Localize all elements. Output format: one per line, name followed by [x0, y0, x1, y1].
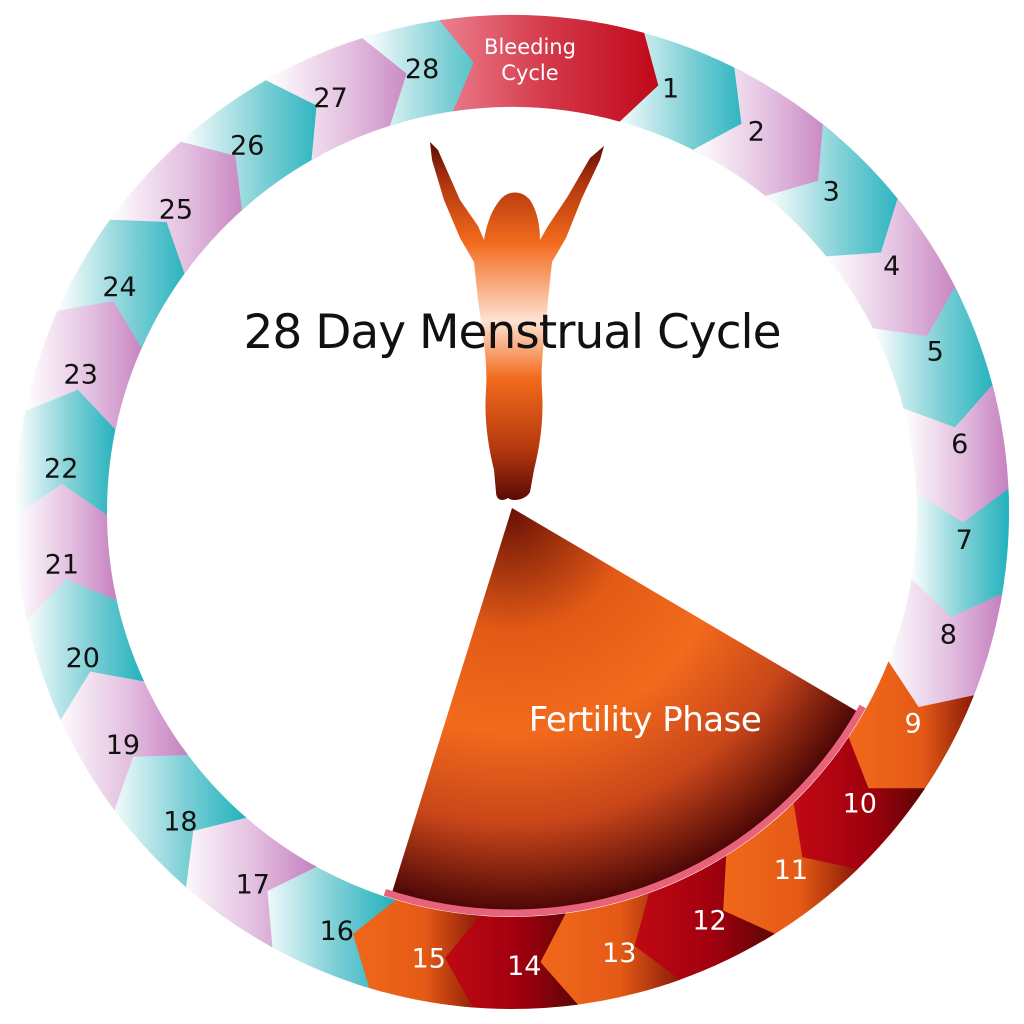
day-number: 16 — [320, 916, 354, 947]
day-number: 20 — [66, 643, 100, 674]
day-number: 1 — [662, 74, 679, 105]
day-segment-21: 21 — [15, 472, 117, 621]
day-segment-9: 9 — [842, 661, 974, 799]
day-number: 19 — [106, 730, 140, 761]
day-number: 17 — [236, 870, 270, 901]
day-number: 21 — [45, 549, 79, 580]
day-segment-6: 6 — [903, 384, 1009, 535]
day-segment-11: 11 — [712, 803, 858, 941]
day-segment-24: 24 — [57, 209, 191, 349]
day-number: 25 — [159, 194, 193, 225]
day-segment-4: 4 — [826, 198, 961, 347]
day-number: 4 — [883, 251, 900, 282]
day-segment-20: 20 — [24, 567, 145, 720]
bleeding-cycle-label: Bleeding Cycle — [455, 34, 605, 86]
day-number: 5 — [927, 336, 944, 367]
day-number: 12 — [692, 906, 726, 937]
fertility-phase-label: Fertility Phase — [528, 700, 762, 740]
day-segment-27: 27 — [265, 34, 418, 161]
fertility-phase-wedge — [383, 508, 866, 917]
day-segment-13: 13 — [528, 893, 681, 1007]
day-number: 13 — [602, 938, 636, 969]
day-segment-12: 12 — [623, 855, 775, 984]
day-segment-16: 16 — [257, 861, 396, 989]
day-segment-23: 23 — [25, 290, 147, 430]
day-number: 3 — [823, 177, 840, 208]
day-segment-5: 5 — [872, 286, 996, 439]
day-segment-18: 18 — [106, 746, 247, 888]
day-number: 6 — [951, 429, 968, 460]
bleeding-label-line2: Cycle — [501, 61, 559, 85]
page-title: 28 Day Menstrual Cycle — [243, 305, 781, 360]
day-segment-2: 2 — [693, 67, 833, 203]
day-number: 28 — [405, 54, 439, 85]
day-segment-26: 26 — [180, 73, 328, 211]
day-number: 11 — [774, 855, 808, 886]
day-number: 18 — [163, 807, 197, 838]
day-ring: 1234567891011121314151617181920212223242… — [14, 16, 1010, 1010]
day-segment-7: 7 — [909, 488, 1010, 629]
bleeding-cycle-segment — [439, 14, 659, 122]
day-number: 22 — [44, 453, 78, 484]
day-segment-25: 25 — [110, 133, 250, 274]
day-segment-17: 17 — [176, 810, 317, 948]
day-number: 24 — [102, 272, 136, 303]
day-number: 9 — [905, 709, 922, 740]
day-number: 27 — [313, 83, 347, 114]
day-segment-22: 22 — [14, 378, 118, 516]
day-segment-8: 8 — [884, 578, 1003, 718]
day-segment-10: 10 — [786, 737, 926, 878]
day-number: 26 — [230, 130, 264, 161]
day-number: 23 — [64, 360, 98, 391]
day-segment-3: 3 — [765, 124, 906, 265]
day-segment-14: 14 — [433, 913, 578, 1010]
day-number: 10 — [843, 788, 877, 819]
day-number: 15 — [412, 943, 446, 974]
day-number: 7 — [956, 525, 973, 556]
day-number: 2 — [748, 117, 765, 148]
female-silhouette-icon — [430, 142, 604, 500]
day-number: 8 — [940, 619, 957, 650]
day-segment-15: 15 — [341, 896, 480, 1008]
bleeding-label-line1: Bleeding — [484, 35, 576, 59]
day-segment-19: 19 — [55, 660, 188, 811]
day-number: 14 — [507, 951, 541, 982]
